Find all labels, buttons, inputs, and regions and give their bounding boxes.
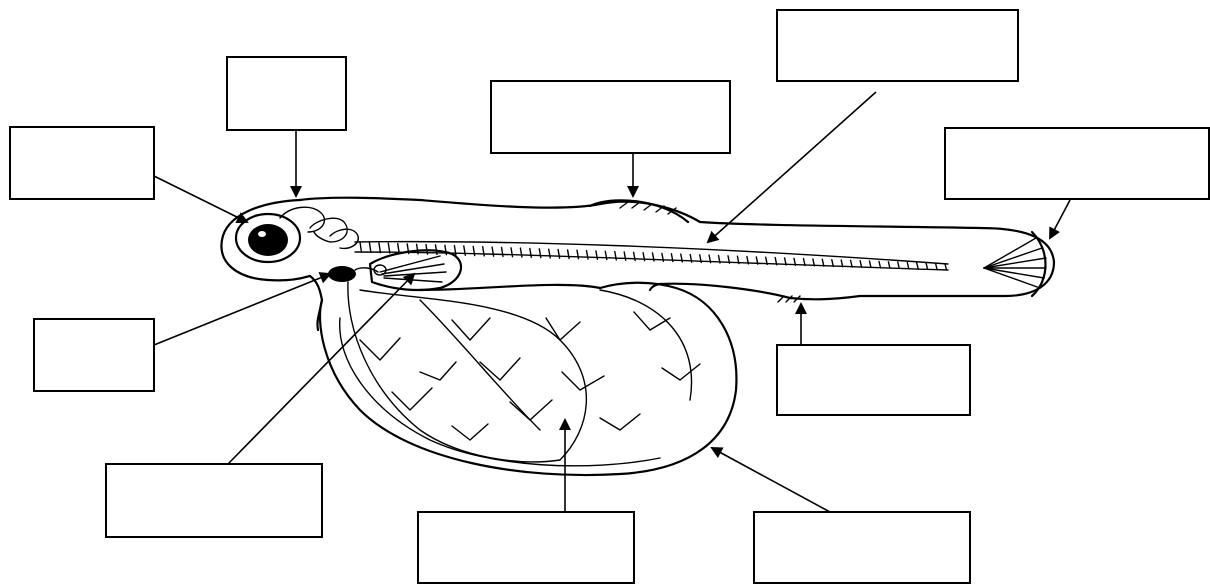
ventral-fin-fold-label-box[interactable] <box>777 345 970 415</box>
notochord-segment <box>549 249 551 258</box>
label-boxes <box>10 10 1209 583</box>
vessel-trunk-outer <box>600 290 692 400</box>
notochord-segment <box>568 250 570 259</box>
caudal-ray-5 <box>984 268 1044 278</box>
dorsal-hatch-1 <box>620 202 628 208</box>
notochord-segment <box>936 264 938 270</box>
blood-vessels-label-box[interactable] <box>418 512 634 583</box>
notochord-segment <box>917 263 919 269</box>
dorsal-fin-fold-label-box[interactable] <box>491 81 730 153</box>
eye-label-box[interactable] <box>10 127 154 199</box>
vessel-branch-9 <box>634 312 670 330</box>
notochord-segment <box>898 262 900 268</box>
notochord-segment <box>520 248 522 257</box>
heart-leader <box>154 274 330 345</box>
vessel-branch-4 <box>480 358 520 380</box>
vessel-branch-3 <box>452 318 490 340</box>
dorsal-hatch-3 <box>644 204 652 210</box>
notochord-label-box[interactable] <box>777 10 1018 81</box>
vessel-branch-10 <box>662 364 700 380</box>
heart-shape <box>328 266 356 282</box>
notochord-segment <box>379 243 381 253</box>
notochord-bottom <box>355 252 948 270</box>
vessel-branch-6 <box>546 318 580 340</box>
yolk-sac-outline <box>320 283 736 475</box>
yolk-sac-label-box[interactable] <box>754 512 970 583</box>
vessel-trunk-mid <box>420 300 540 430</box>
notochord-segment <box>907 263 909 269</box>
caudal-fin-label-box[interactable] <box>945 128 1209 199</box>
leader-lines <box>154 92 1070 512</box>
pectoral-fin-shape <box>370 250 461 290</box>
caudal-fin-leader <box>1050 200 1070 238</box>
notochord-segment <box>945 264 947 270</box>
notochord-segment <box>360 242 362 252</box>
notochord-segment <box>558 250 560 259</box>
notochord-segment <box>860 261 862 268</box>
notochord-segment <box>530 249 532 258</box>
fish-larva-drawing <box>221 198 1054 475</box>
caudal-ray-6 <box>984 268 1040 288</box>
vessel-branch-8 <box>452 424 488 440</box>
brain-lobe-3 <box>330 229 358 248</box>
yolk-sac-leader <box>712 448 830 512</box>
eye-highlight <box>258 231 266 237</box>
vessel-branch-1 <box>360 338 400 360</box>
vessel-branch-2 <box>392 388 432 410</box>
notochord-segment <box>539 249 541 258</box>
notochord-segment <box>888 262 890 268</box>
brain-label-box[interactable] <box>227 57 346 130</box>
yolk-sac-inner <box>340 318 660 466</box>
vessel-branch-12 <box>420 362 456 380</box>
eye-pupil <box>248 224 288 256</box>
notochord-segment <box>870 261 872 268</box>
eye-leader <box>154 176 247 222</box>
vessel-branch-5 <box>510 400 552 420</box>
notochord-segment <box>369 243 371 253</box>
pectoral-fin-label-box[interactable] <box>106 464 322 537</box>
notochord-segment <box>926 263 928 269</box>
notochord-leader <box>708 92 876 242</box>
heart-label-box[interactable] <box>34 319 154 391</box>
notochord-segment <box>879 261 881 268</box>
pectoral-fin-ray-4 <box>384 278 442 282</box>
vessel-branch-11 <box>600 414 640 430</box>
